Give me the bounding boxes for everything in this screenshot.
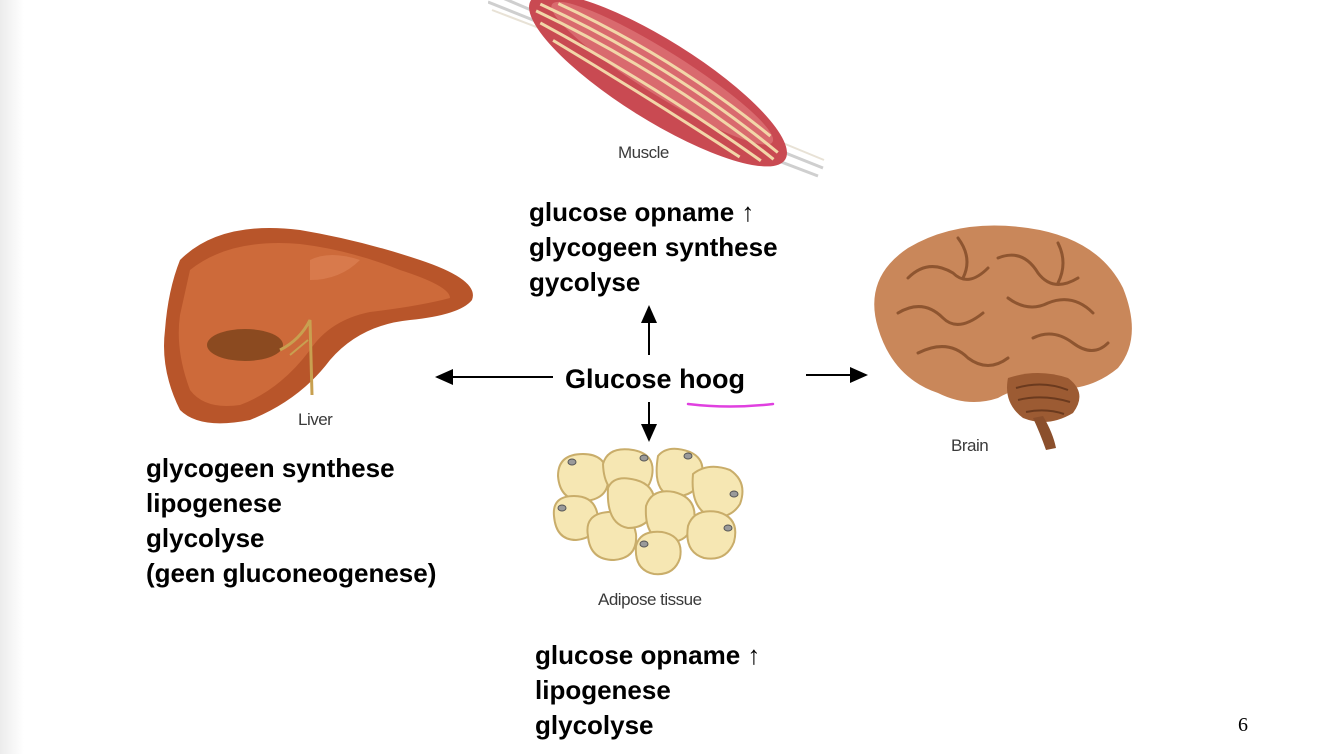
liver-effect-glycolysis: glycolyse xyxy=(146,523,265,553)
muscle-effect-glycolysis: gycolyse xyxy=(529,267,641,297)
liver-illustration: Liver xyxy=(160,220,480,440)
center-glucose-label: Glucose hoog xyxy=(565,364,745,395)
page-number: 6 xyxy=(1238,714,1248,736)
muscle-illustration: Muscle xyxy=(488,0,828,180)
liver-effect-lipogenesis: lipogenese xyxy=(146,488,282,518)
center-glucose-prefix: Glucose xyxy=(565,364,672,394)
adipose-effect-lipogenesis: lipogenese xyxy=(535,675,671,705)
adipose-effect-uptake: glucose opname ↑ xyxy=(535,640,761,670)
muscle-effects: glucose opname ↑ glycogeen synthese gyco… xyxy=(529,195,778,300)
liver-effect-no-gluconeogenesis: (geen gluconeogenese) xyxy=(146,558,437,588)
slide-edge-shadow xyxy=(0,0,24,754)
muscle-effect-uptake: glucose opname ↑ xyxy=(529,197,755,227)
liver-effect-glycogen: glycogeen synthese xyxy=(146,453,395,483)
hoog-underline-annotation xyxy=(686,402,775,408)
adipose-illustration: Adipose tissue xyxy=(548,446,758,609)
muscle-label: Muscle xyxy=(618,143,669,162)
brain-illustration: Brain xyxy=(858,218,1138,458)
adipose-label: Adipose tissue xyxy=(598,590,702,609)
muscle-effect-glycogen: glycogeen synthese xyxy=(529,232,778,262)
liver-label: Liver xyxy=(298,410,333,429)
brain-label: Brain xyxy=(951,436,989,455)
adipose-effect-glycolysis: glycolyse xyxy=(535,710,654,740)
adipose-effects: glucose opname ↑ lipogenese glycolyse xyxy=(535,638,760,743)
center-glucose-emphasis: hoog xyxy=(679,364,746,394)
liver-effects: glycogeen synthese lipogenese glycolyse … xyxy=(146,451,436,591)
